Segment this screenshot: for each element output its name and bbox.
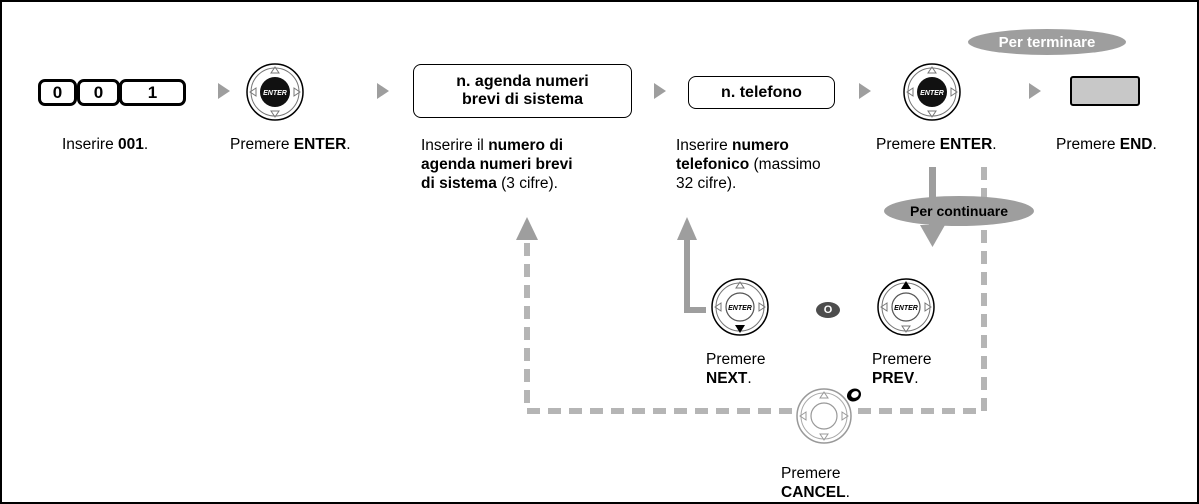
phone-field-label: n. telefono — [721, 83, 802, 101]
next-navpad-icon: ENTER — [711, 278, 769, 336]
enter-label-2: ENTER — [920, 90, 944, 97]
enter-label-prev: ENTER — [894, 305, 918, 312]
enter-label-1: ENTER — [263, 90, 287, 97]
enter-navpad-1: ENTER — [245, 62, 305, 122]
step2-caption: Premere ENTER. — [230, 136, 351, 153]
end-key-graphic — [1070, 76, 1140, 106]
step6-caption: Premere END. — [1056, 136, 1157, 153]
agenda-number-field: n. agenda numeri brevi di sistema — [413, 64, 632, 118]
enter-navpad-2: ENTER — [902, 62, 962, 122]
flow-arrow-3 — [654, 83, 666, 99]
flow-arrow-1 — [218, 83, 230, 99]
step5-caption: Premere ENTER. — [876, 136, 997, 153]
per-continuare-pill: Per continuare — [884, 196, 1034, 226]
enter-navpad-icon: ENTER — [246, 63, 304, 121]
next-navpad: ENTER — [710, 275, 770, 339]
next-return-arrowhead — [677, 217, 697, 240]
phone-number-field: n. telefono — [688, 76, 835, 109]
prev-navpad: ENTER — [876, 275, 936, 339]
step4-caption: Inserire numero telefonico (massimo 32 c… — [676, 137, 821, 192]
agenda-field-line1: n. agenda numeri — [456, 73, 589, 90]
cancel-loop-right — [856, 167, 987, 414]
cancel-navpad-icon — [796, 386, 863, 444]
next-caption: Premere NEXT. — [706, 351, 766, 387]
enter-label-next: ENTER — [728, 305, 752, 312]
prev-caption: Premere PREV. — [872, 351, 932, 387]
flow-arrow-4 — [859, 83, 871, 99]
or-badge: O — [816, 302, 840, 318]
enter-navpad-icon: ENTER — [903, 63, 961, 121]
key-0-second: 0 — [77, 79, 120, 106]
cancel-caption: Premere CANCEL. — [781, 465, 850, 501]
flow-arrow-2 — [377, 83, 389, 99]
continue-arrow-head — [920, 225, 945, 247]
key-0-first: 0 — [38, 79, 77, 106]
per-continuare-label: Per continuare — [909, 203, 1009, 219]
step3-caption: Inserire il numero di agenda numeri brev… — [421, 137, 573, 192]
per-terminare-label: Per terminare — [998, 33, 1096, 51]
cancel-loop-left — [524, 238, 792, 414]
key-1: 1 — [119, 79, 186, 106]
per-terminare-pill: Per terminare — [968, 29, 1126, 55]
next-return-line — [684, 238, 706, 313]
flow-arrow-5 — [1029, 83, 1041, 99]
cancel-loop-arrowhead — [516, 217, 538, 240]
cancel-navpad — [794, 386, 866, 446]
prev-navpad-icon: ENTER — [877, 278, 935, 336]
agenda-field-line2: brevi di sistema — [462, 91, 583, 108]
step1-caption: Inserire 001. — [62, 136, 149, 153]
